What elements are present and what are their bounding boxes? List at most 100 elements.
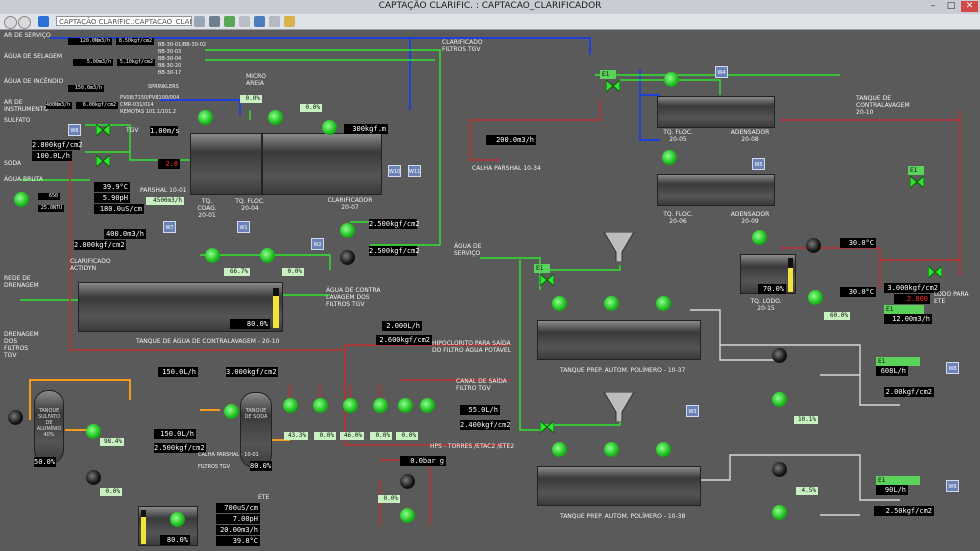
badge-w1[interactable]: W1 (237, 221, 250, 233)
dosing-pump-1-icon[interactable] (283, 398, 298, 413)
lodo-ete-flow: 12.00m3/h (884, 314, 932, 324)
side-value-1: 650 (38, 193, 60, 200)
settings-icon[interactable] (239, 16, 250, 27)
clarificador-drive-icon[interactable] (322, 120, 337, 135)
badge-w10[interactable]: W10 (388, 165, 401, 177)
ete-label: ETE (258, 494, 270, 501)
hps-pump-1-icon[interactable] (400, 474, 415, 489)
dropdown-icon[interactable] (194, 16, 205, 27)
dosing-pump-3-icon[interactable] (343, 398, 358, 413)
dosing-pct-3: 46.0% (340, 432, 364, 440)
dosing-pump-4-icon[interactable] (373, 398, 388, 413)
soda-label: SODA (4, 160, 22, 167)
floc2-tank (657, 174, 775, 206)
side-value-2: 25.0NTU (38, 205, 64, 212)
badge-w8[interactable]: W8 (946, 362, 959, 374)
bruta-pump-icon[interactable] (14, 192, 29, 207)
pol2-mixer-3-icon[interactable] (656, 442, 671, 457)
dosing-pump-5-icon[interactable] (398, 398, 413, 413)
clarificador-pump-1-icon[interactable] (340, 223, 355, 238)
badge-w4[interactable]: W4 (715, 66, 728, 78)
coag-mixer-icon[interactable] (198, 110, 213, 125)
pol1-pump-a-icon[interactable] (772, 348, 787, 363)
lodo-pump-1-icon[interactable] (806, 238, 821, 253)
floc1-pump-icon[interactable] (664, 72, 679, 87)
minimize-button[interactable]: – (930, 1, 936, 11)
floc1-tank (657, 96, 775, 128)
soda-pump-icon[interactable] (224, 404, 239, 419)
polimero2-tank (537, 466, 701, 506)
soda-valve-icon[interactable] (96, 155, 110, 167)
alarm-icon[interactable] (284, 16, 295, 27)
clarificador-pump-2-icon[interactable] (340, 250, 355, 265)
canal-flow: 55.0L/h (460, 405, 500, 415)
pol2-mixer-1-icon[interactable] (552, 442, 567, 457)
pol1-pump-b-icon[interactable] (772, 392, 787, 407)
zoom-icon[interactable] (269, 16, 280, 27)
home-icon[interactable] (38, 16, 49, 27)
ete-conductivity: 700uS/cm (216, 503, 260, 513)
lodo-ete-label: LODO PARA ETE (934, 291, 969, 305)
dosing-pump-6-icon[interactable] (420, 398, 435, 413)
pol2-mixer-2-icon[interactable] (604, 442, 619, 457)
pol1-valve-icon[interactable] (540, 274, 554, 286)
floc2-pump-icon[interactable] (662, 150, 677, 165)
network-icon[interactable] (254, 16, 265, 27)
hps-pump-2-icon[interactable] (400, 508, 415, 523)
close-button[interactable]: ✕ (961, 1, 978, 12)
pol1-mixer-3-icon[interactable] (656, 296, 671, 311)
pol1-mixer-2-icon[interactable] (604, 296, 619, 311)
e1-badge-pol1: E1 (534, 264, 550, 273)
lodo-pump-2-icon[interactable] (808, 290, 823, 305)
lavagem-pump-2-icon[interactable] (260, 248, 275, 263)
floc-valve-icon[interactable] (606, 80, 620, 92)
red-value: 2.8 (158, 159, 180, 169)
print-icon[interactable] (209, 16, 220, 27)
lavagem-pressure: 2.000kgf/cm2 (74, 240, 126, 250)
pol2-pump-a-icon[interactable] (772, 462, 787, 477)
sulfato-pump-c-icon[interactable] (86, 470, 101, 485)
pol2-valve-icon[interactable] (540, 421, 554, 433)
sulfato-pump-a-icon[interactable] (8, 410, 23, 425)
sulfato-pump-b-icon[interactable] (86, 424, 101, 439)
badge-w5[interactable]: W5 (752, 158, 765, 170)
lodo-mixer-icon[interactable] (752, 230, 767, 245)
pol2-pump-b-icon[interactable] (772, 505, 787, 520)
badge-w9[interactable]: W9 (946, 480, 959, 492)
ete-ph: 7.00pH (216, 514, 260, 524)
back-icon[interactable] (4, 16, 17, 29)
ete-level: 80.0% (160, 535, 190, 545)
save-icon[interactable] (224, 16, 235, 27)
ar-servico-pressure: 8.50kgf/cm2 (116, 38, 154, 45)
sulfato-pump-pct2: 0.0% (100, 488, 122, 496)
e1-badge-pol1-right: E1 (876, 357, 920, 366)
lodo-ete-valve-icon[interactable] (928, 266, 942, 278)
polimero2-pct: 4.5% (796, 487, 818, 495)
sulfato-valve-icon[interactable] (96, 124, 110, 136)
ar-servico-label: AR DE SERVIÇO (4, 32, 51, 39)
pol1-mixer-1-icon[interactable] (552, 296, 567, 311)
sulfato-tank-level: 50.0% (34, 457, 56, 467)
ar-servico-flow: 120.0Nm3/h (68, 38, 112, 45)
ete-pump-icon[interactable] (170, 512, 185, 527)
hps-pressure: 0.0bar g (400, 456, 446, 466)
badge-w11[interactable]: W11 (408, 165, 421, 177)
toolbar: CAPTAÇÃO CLARIFIC.:CAPTACAO_CLAR (0, 14, 980, 30)
maximize-button[interactable]: □ (946, 1, 956, 11)
badge-w7[interactable]: W7 (163, 221, 176, 233)
bruta-temperature: 39.9°C (94, 182, 130, 192)
badge-w2[interactable]: W2 (311, 238, 324, 250)
floc-mixer-icon[interactable] (268, 110, 283, 125)
tq-lodo-label: TQ. LODO. 20-15 (750, 298, 782, 312)
dosing-pump-2-icon[interactable] (313, 398, 328, 413)
badge-w6[interactable]: W6 (68, 124, 81, 136)
bb-item-4: BB-30-20 (158, 63, 182, 69)
contralavagem-valve-icon[interactable] (910, 176, 924, 188)
screen-select[interactable]: CAPTAÇÃO CLARIFIC.:CAPTACAO_CLAR (56, 16, 192, 26)
ar-instrumento-pressure: 6.00kgf/cm2 (76, 102, 118, 109)
badge-w3[interactable]: W3 (686, 405, 699, 417)
sulfato-label: SULFATO (4, 117, 31, 124)
forward-icon[interactable] (18, 16, 31, 29)
lavagem-pump-1-icon[interactable] (205, 248, 220, 263)
hipoclorito-pressure: 2.600kgf/cm2 (376, 335, 432, 345)
